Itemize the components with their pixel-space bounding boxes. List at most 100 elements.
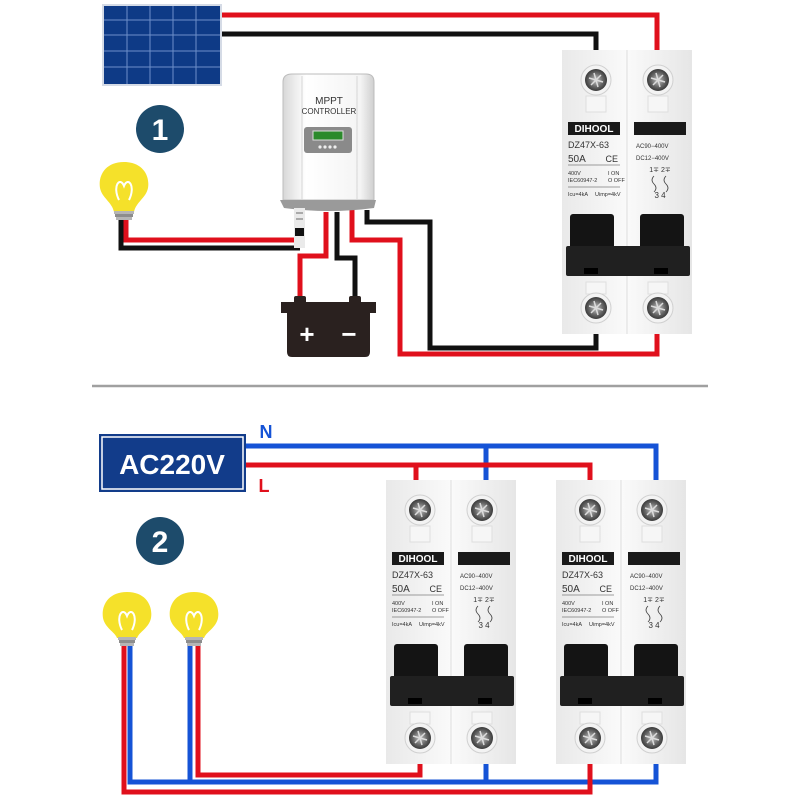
- breaker-spec-standard: IEC60947-2: [562, 608, 591, 614]
- breaker-spec-voltage: 400V: [568, 171, 581, 177]
- ac-source-label: AC220V: [119, 449, 225, 480]
- breaker-on-label: I ON: [432, 601, 443, 607]
- wires-diagram-2: [121, 443, 659, 795]
- wire-lamp1-neutral: [127, 645, 659, 785]
- terminal-screw-icon[interactable]: [404, 494, 436, 526]
- breaker-terminal-bottom: 3 4: [478, 621, 490, 630]
- breaker-dc-range: DC12−400V: [636, 156, 669, 162]
- battery-plus: +: [299, 319, 314, 349]
- wire-lamp2-live: [195, 645, 423, 778]
- wires-diagram-1: [118, 12, 660, 357]
- breaker-dc-range: DC12−400V: [630, 586, 663, 592]
- breaker-model: DZ47X-63: [568, 140, 609, 150]
- toggle-switch-1[interactable]: [394, 644, 438, 684]
- ce-mark: CE: [599, 584, 612, 594]
- toggle-switch-2[interactable]: [464, 644, 508, 684]
- toggle-switch-2[interactable]: [640, 214, 684, 254]
- breaker-model: DZ47X-63: [392, 570, 433, 580]
- wire-battery-positive: [297, 212, 329, 300]
- neutral-label: N: [260, 422, 273, 442]
- wire-battery-negative: [334, 212, 358, 300]
- toggle-switch-2[interactable]: [634, 644, 678, 684]
- solar-panel-icon: [102, 4, 222, 86]
- terminal-screw-icon[interactable]: [580, 64, 612, 96]
- diagram-1: 1 MPPT CONTROLLER: [99, 4, 692, 357]
- breaker-brand: DIHOOL: [399, 554, 438, 565]
- breaker-terminal-top: 1∓ 2∓: [473, 597, 495, 604]
- mppt-controller: MPPT CONTROLLER: [280, 73, 376, 248]
- breaker-off-label: O OFF: [602, 608, 619, 614]
- breaker-on-label: I ON: [608, 171, 619, 177]
- light-bulb-icon: [99, 162, 149, 220]
- breaker-uimp: Uimp=4kV: [589, 622, 615, 628]
- breaker-uimp: Uimp=4kV: [419, 622, 445, 628]
- breaker-terminal-bottom: 3 4: [654, 191, 666, 200]
- terminal-screw-icon[interactable]: [642, 292, 674, 324]
- toggle-switch-1[interactable]: [564, 644, 608, 684]
- controller-label-line1: MPPT: [315, 96, 343, 107]
- toggle-switch-1[interactable]: [570, 214, 614, 254]
- ce-mark: CE: [605, 154, 618, 164]
- breaker-terminal-top: 1∓ 2∓: [649, 167, 671, 174]
- breaker-terminal-top: 1∓ 2∓: [643, 597, 665, 604]
- step-badge-1: 1: [136, 105, 184, 153]
- breaker-off-label: O OFF: [432, 608, 449, 614]
- breaker-model: DZ47X-63: [562, 570, 603, 580]
- brand-plate: [568, 122, 620, 135]
- terminal-screw-icon[interactable]: [466, 722, 498, 754]
- breaker-uimp: Uimp=4kV: [595, 192, 621, 198]
- small-breaker: [294, 208, 305, 248]
- wire-solar-negative: [222, 31, 599, 52]
- step-number-2: 2: [152, 526, 169, 559]
- breaker-icu: Icu=4kA: [392, 622, 412, 628]
- wire-lamp-negative: [118, 215, 300, 251]
- wire-lamp-positive: [123, 215, 296, 243]
- controller-lcd: [312, 130, 344, 141]
- breaker-rating: 50A: [562, 584, 580, 595]
- breaker-brand: DIHOOL: [575, 124, 614, 135]
- breaker-on-label: I ON: [602, 601, 613, 607]
- controller-label-line2: CONTROLLER: [302, 107, 357, 116]
- breaker-spec-standard: IEC60947-2: [392, 608, 421, 614]
- wire-lamp1-live: [121, 645, 593, 795]
- breaker-ac-range: AC90−400V: [636, 144, 669, 150]
- terminal-screw-icon[interactable]: [636, 722, 668, 754]
- wire-live-supply: [246, 462, 593, 480]
- blank-plate: [458, 552, 510, 565]
- terminal-screw-icon[interactable]: [574, 494, 606, 526]
- blank-plate: [634, 122, 686, 135]
- wire-controller-negative-to-breaker: [364, 210, 599, 351]
- breaker-spec-standard: IEC60947-2: [568, 178, 597, 184]
- terminal-screw-icon[interactable]: [404, 722, 436, 754]
- breaker-rating: 50A: [392, 584, 410, 595]
- terminal-screw-icon[interactable]: [642, 64, 674, 96]
- blank-plate: [628, 552, 680, 565]
- step-badge-2: 2: [136, 517, 184, 565]
- light-bulb-icon: [169, 592, 219, 646]
- brand-plate: [562, 552, 614, 565]
- wire-controller-positive-to-breaker: [349, 210, 660, 357]
- breaker-icu: Icu=4kA: [568, 192, 588, 198]
- breaker-rating: 50A: [568, 154, 586, 165]
- ac220v-source: AC220V: [99, 434, 246, 492]
- breaker-terminal-bottom: 3 4: [648, 621, 660, 630]
- terminal-screw-icon[interactable]: [574, 722, 606, 754]
- circuit-symbol-icon: [645, 605, 663, 623]
- wire-neutral-supply: [246, 443, 659, 480]
- battery-minus: −: [341, 319, 356, 349]
- terminal-screw-icon[interactable]: [466, 494, 498, 526]
- brand-plate: [392, 552, 444, 565]
- breaker-spec-voltage: 400V: [562, 601, 575, 607]
- breaker-icu: Icu=4kA: [562, 622, 582, 628]
- breaker-off-label: O OFF: [608, 178, 625, 184]
- light-bulb-icon: [102, 592, 152, 646]
- terminal-screw-icon[interactable]: [580, 292, 612, 324]
- breaker-ac-range: AC90−400V: [630, 574, 663, 580]
- terminal-screw-icon[interactable]: [636, 494, 668, 526]
- circuit-symbol-icon: [651, 175, 669, 193]
